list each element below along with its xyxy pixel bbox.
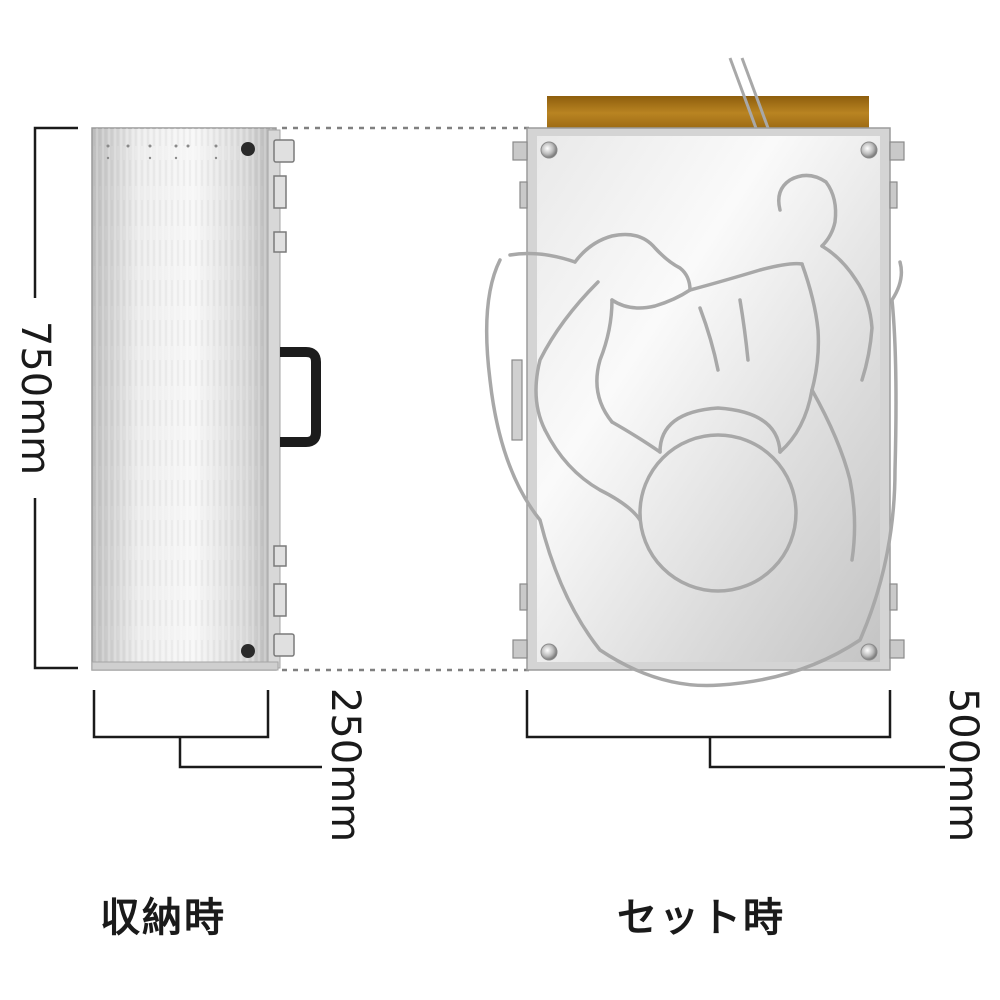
set-case-panel xyxy=(537,136,880,662)
set-case xyxy=(484,57,905,688)
wood-top-board xyxy=(547,96,869,130)
stored-width-dimension: 250mm xyxy=(92,688,368,842)
bolt-icon xyxy=(241,644,255,658)
stored-width-bracket xyxy=(92,690,270,739)
stored-width-leader xyxy=(178,737,322,769)
caption-stored: 収納時 xyxy=(100,895,226,941)
height-dimension: 750mm xyxy=(12,126,78,670)
stored-case xyxy=(91,127,321,671)
case-handle xyxy=(280,347,321,447)
height-label: 750mm xyxy=(12,321,58,475)
set-width-label: 500mm xyxy=(940,688,986,842)
height-bracket-bottom xyxy=(33,498,78,670)
height-bracket-top xyxy=(33,126,78,298)
stored-width-label: 250mm xyxy=(322,688,368,842)
dashed-guides xyxy=(282,126,530,672)
rivet-icons xyxy=(540,141,878,661)
bolt-icon xyxy=(241,142,255,156)
set-width-bracket xyxy=(525,690,892,739)
latch-hinges xyxy=(273,139,295,657)
set-width-dimension: 500mm xyxy=(525,688,986,842)
set-width-leader xyxy=(708,737,945,769)
caption-set: セット時 xyxy=(617,895,785,941)
side-clips xyxy=(511,141,905,659)
drummer-figure-icon xyxy=(484,173,904,688)
